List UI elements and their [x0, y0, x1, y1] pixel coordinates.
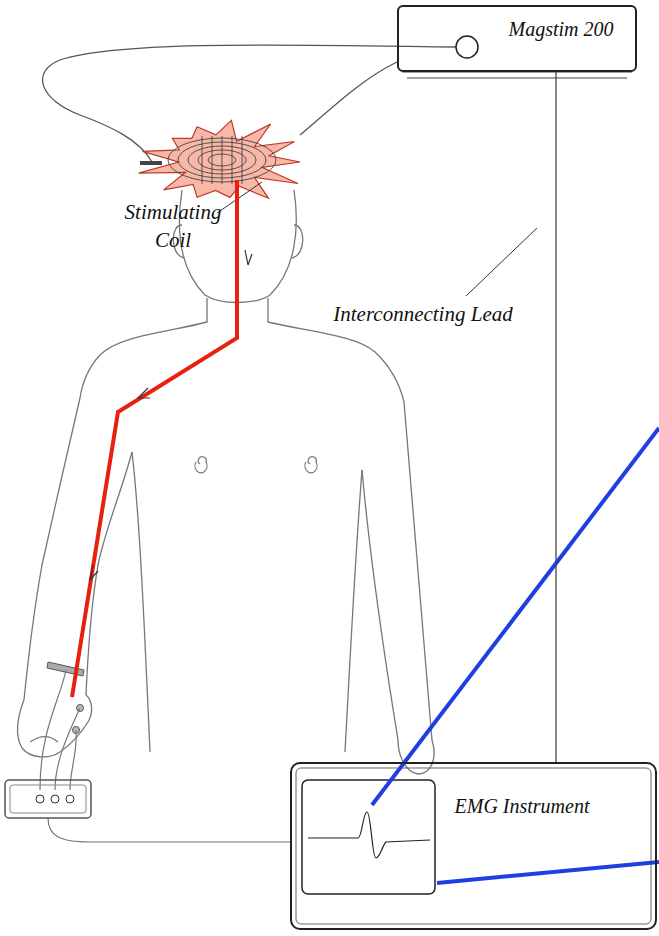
field-line [222, 136, 223, 184]
hand [18, 695, 92, 757]
ear [292, 225, 303, 258]
arm [404, 402, 432, 740]
field-line [242, 136, 243, 184]
amp-cable [48, 818, 290, 842]
nipple [305, 457, 317, 473]
torso [132, 452, 150, 752]
lead-wire [70, 730, 76, 790]
amplifier-box [5, 780, 91, 818]
arm [362, 470, 398, 740]
field-line [212, 136, 213, 184]
box-label: Magstim 200 [491, 17, 631, 41]
direction-arrow [90, 565, 98, 580]
direction-arrow [138, 388, 150, 398]
lead-wire [55, 708, 80, 790]
direction-arrows [90, 250, 252, 580]
lead-label: Interconnecting Lead [318, 300, 528, 328]
coil-windings [168, 136, 276, 184]
interconnecting-lead [556, 72, 557, 762]
coil-handle [140, 161, 162, 165]
amp-socket [66, 795, 74, 803]
stimulator-box: Magstim 200 [397, 5, 637, 72]
electrode-leads [40, 670, 290, 842]
arm [24, 398, 80, 700]
body-outline [18, 190, 435, 774]
stimulation-burst [139, 120, 300, 198]
emg-instrument-box: EMG Instrument [290, 762, 657, 930]
direction-arrow [245, 250, 252, 265]
output-socket [456, 36, 478, 58]
cabinet-base [402, 72, 632, 78]
field-line [232, 136, 233, 184]
leader-line [217, 182, 262, 213]
annotation-line [372, 428, 659, 805]
nipple [195, 457, 207, 473]
hand [30, 737, 58, 742]
lead-wire [40, 670, 66, 790]
lead-line [555, 72, 556, 762]
annotation-line [437, 862, 659, 883]
torso [345, 470, 362, 752]
field-line [202, 136, 203, 184]
amplifier-panel [10, 785, 86, 813]
amp-socket [51, 795, 59, 803]
emg-trace [308, 812, 430, 858]
motor-pathway [72, 180, 237, 697]
coil-label: Stimulating Coil [118, 198, 228, 254]
emg-screen [302, 780, 435, 894]
leader-line [466, 228, 537, 296]
instrument-frame [296, 768, 651, 924]
amp-socket [36, 795, 44, 803]
shoulder [80, 298, 207, 398]
box-label: EMG Instrument [452, 794, 592, 818]
coil-cable [300, 62, 397, 135]
